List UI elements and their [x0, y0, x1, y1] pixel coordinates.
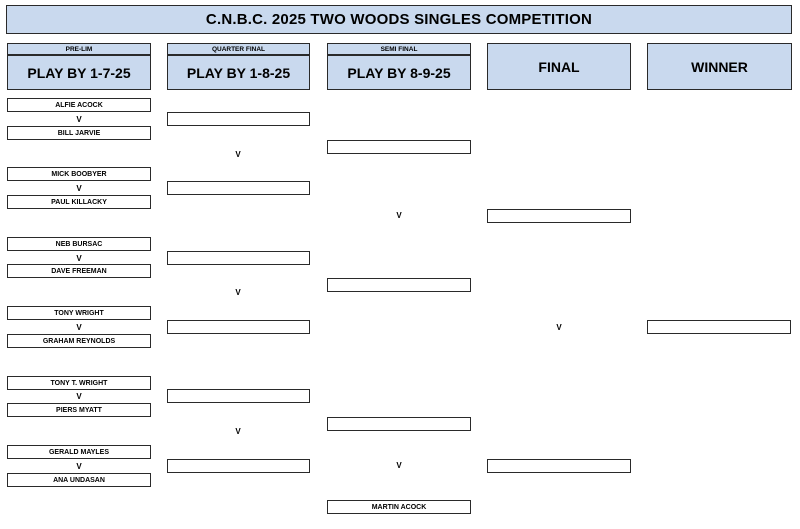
prelim-player-12[interactable]: ANA UNDASAN — [7, 473, 151, 487]
prelim-player-6[interactable]: DAVE FREEMAN — [7, 264, 151, 278]
versus-label: V — [556, 322, 562, 332]
header-semi-playby: PLAY BY 8-9-25 — [327, 55, 471, 90]
semi-final-slot-4[interactable]: MARTIN ACOCK — [327, 500, 471, 514]
prelim-player-1[interactable]: ALFIE ACOCK — [7, 98, 151, 112]
header-final: FINAL — [487, 43, 631, 90]
prelim-player-5[interactable]: NEB BURSAC — [7, 237, 151, 251]
versus-label: V — [76, 114, 82, 124]
header-prelim-label: PRE-LIM — [7, 43, 151, 55]
versus-label: V — [76, 461, 82, 471]
final-slot-2[interactable] — [487, 459, 631, 473]
quarter-final-slot-2[interactable] — [167, 181, 310, 195]
versus-label: V — [396, 210, 402, 220]
versus-label: V — [76, 322, 82, 332]
semi-final-slot-3[interactable] — [327, 417, 471, 431]
prelim-player-4[interactable]: PAUL KILLACKY — [7, 195, 151, 209]
header-quarter-label: QUARTER FINAL — [167, 43, 310, 55]
winner-slot[interactable] — [647, 320, 791, 334]
versus-label: V — [76, 253, 82, 263]
versus-label: V — [76, 391, 82, 401]
prelim-player-8[interactable]: GRAHAM REYNOLDS — [7, 334, 151, 348]
semi-final-slot-2[interactable] — [327, 278, 471, 292]
quarter-final-slot-4[interactable] — [167, 320, 310, 334]
quarter-final-slot-3[interactable] — [167, 251, 310, 265]
versus-label: V — [235, 426, 241, 436]
versus-label: V — [76, 183, 82, 193]
versus-label: V — [235, 287, 241, 297]
quarter-final-slot-5[interactable] — [167, 389, 310, 403]
versus-label: V — [396, 460, 402, 470]
header-semi-label: SEMI FINAL — [327, 43, 471, 55]
prelim-player-9[interactable]: TONY T. WRIGHT — [7, 376, 151, 390]
semi-final-slot-1[interactable] — [327, 140, 471, 154]
header-prelim-playby: PLAY BY 1-7-25 — [7, 55, 151, 90]
quarter-final-slot-1[interactable] — [167, 112, 310, 126]
prelim-player-7[interactable]: TONY WRIGHT — [7, 306, 151, 320]
header-quarter-playby: PLAY BY 1-8-25 — [167, 55, 310, 90]
prelim-player-2[interactable]: BILL JARVIE — [7, 126, 151, 140]
prelim-player-11[interactable]: GERALD MAYLES — [7, 445, 151, 459]
prelim-player-10[interactable]: PIERS MYATT — [7, 403, 151, 417]
header-winner: WINNER — [647, 43, 792, 90]
prelim-player-3[interactable]: MICK BOOBYER — [7, 167, 151, 181]
versus-label: V — [235, 149, 241, 159]
page-title: C.N.B.C. 2025 TWO WOODS SINGLES COMPETIT… — [6, 5, 792, 34]
quarter-final-slot-6[interactable] — [167, 459, 310, 473]
final-slot-1[interactable] — [487, 209, 631, 223]
